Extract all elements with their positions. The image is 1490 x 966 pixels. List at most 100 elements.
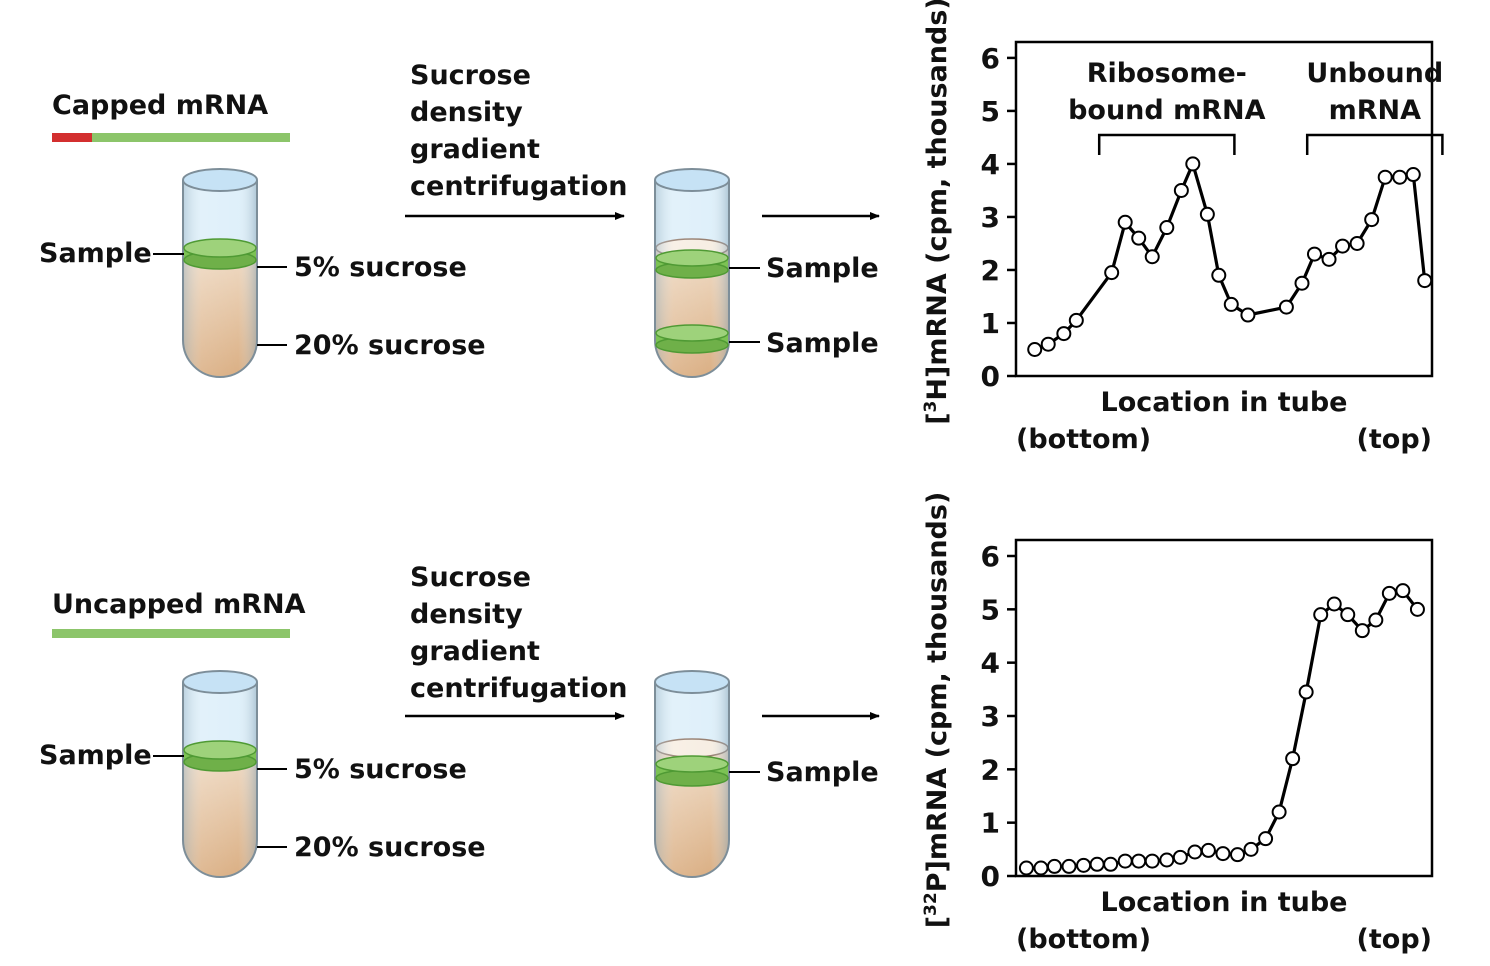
mrna-title: Capped mRNA bbox=[52, 90, 268, 121]
result-tube bbox=[654, 670, 730, 878]
data-point bbox=[1144, 853, 1160, 869]
y-tick-label: 1 bbox=[981, 307, 1000, 340]
data-point bbox=[1103, 856, 1119, 872]
panel-uncapped: Uncapped mRNA Sample 5% sucrose 20% sucr… bbox=[39, 562, 880, 878]
series-line bbox=[1034, 162, 1427, 351]
y-tick-label: 5 bbox=[981, 95, 1000, 128]
data-point bbox=[1131, 853, 1147, 869]
data-point bbox=[1211, 267, 1227, 283]
mrna-title: Uncapped mRNA bbox=[52, 589, 306, 620]
result-sample-label-1: Sample bbox=[766, 757, 879, 788]
data-point bbox=[1298, 684, 1314, 700]
sample-label: Sample bbox=[39, 238, 152, 269]
data-point bbox=[1104, 265, 1120, 281]
data-point bbox=[1056, 326, 1072, 342]
upper-band bbox=[655, 755, 729, 787]
x-right-label: (top) bbox=[1357, 924, 1432, 955]
data-point bbox=[1117, 214, 1133, 230]
x-left-label: (bottom) bbox=[1016, 424, 1151, 455]
x-axis-label: Location in tube bbox=[1101, 387, 1348, 418]
plot-frame bbox=[1014, 40, 1434, 378]
result-tube bbox=[654, 168, 730, 378]
data-point bbox=[1243, 841, 1259, 857]
sample-band bbox=[183, 238, 257, 270]
result-sample-label-2: Sample bbox=[766, 328, 879, 359]
step-label: Sucrose density gradient centrifugation bbox=[410, 60, 627, 202]
data-point bbox=[1159, 220, 1175, 236]
step-label: Sucrose density gradient centrifugation bbox=[410, 562, 627, 704]
data-point bbox=[1018, 860, 1034, 876]
lower-band bbox=[655, 324, 729, 354]
data-point bbox=[1285, 751, 1301, 767]
y-tick-label: 5 bbox=[981, 593, 1000, 626]
data-point bbox=[1173, 182, 1189, 198]
data-point bbox=[1395, 583, 1411, 599]
data-point bbox=[1131, 230, 1147, 246]
data-point bbox=[1117, 853, 1133, 869]
data-point bbox=[1046, 858, 1062, 874]
data-point bbox=[1271, 804, 1287, 820]
low-sucrose-label: 5% sucrose bbox=[294, 754, 467, 785]
data-point bbox=[1294, 275, 1310, 291]
y-tick-label: 3 bbox=[981, 700, 1000, 733]
data-point bbox=[1159, 852, 1175, 868]
data-point bbox=[1349, 235, 1365, 251]
y-tick-label: 6 bbox=[981, 540, 1000, 573]
panel-capped: Capped mRNA Sample 5% sucrose 20% sucros… bbox=[39, 60, 880, 378]
y-tick-label: 1 bbox=[981, 807, 1000, 840]
cap-segment bbox=[52, 133, 92, 142]
sample-label: Sample bbox=[39, 740, 152, 771]
x-axis-label: Location in tube bbox=[1101, 887, 1348, 918]
data-point bbox=[1185, 156, 1201, 172]
plot-frame bbox=[1014, 538, 1434, 878]
mrna-strand bbox=[52, 629, 290, 638]
x-left-label: (bottom) bbox=[1016, 924, 1151, 955]
high-sucrose-label: 20% sucrose bbox=[294, 832, 486, 863]
y-tick-label: 6 bbox=[981, 42, 1000, 75]
data-point bbox=[1381, 585, 1397, 601]
y-axis-label: [32P]mRNA (cpm, thousands) bbox=[921, 492, 953, 929]
data-point bbox=[1068, 312, 1084, 328]
data-point bbox=[1200, 842, 1216, 858]
y-tick-label: 2 bbox=[981, 753, 1000, 786]
data-point bbox=[1033, 860, 1049, 876]
data-point bbox=[1313, 607, 1329, 623]
low-sucrose-label: 5% sucrose bbox=[294, 252, 467, 283]
data-point bbox=[1215, 846, 1231, 862]
annotation-bracket bbox=[1097, 133, 1236, 155]
data-point bbox=[1335, 238, 1351, 254]
data-point bbox=[1417, 273, 1433, 289]
data-point bbox=[1405, 167, 1421, 183]
result-sample-label-1: Sample bbox=[766, 253, 879, 284]
sample-band bbox=[183, 740, 257, 772]
data-point bbox=[1258, 831, 1274, 847]
data-point bbox=[1278, 299, 1294, 315]
mrna-body bbox=[92, 133, 290, 142]
data-point bbox=[1172, 849, 1188, 865]
starting-tube bbox=[182, 168, 258, 378]
annotation-bracket bbox=[1305, 133, 1444, 155]
data-point bbox=[1354, 623, 1370, 639]
data-point bbox=[1199, 206, 1215, 222]
data-point bbox=[1089, 856, 1105, 872]
data-point bbox=[1040, 336, 1056, 352]
y-tick-label: 0 bbox=[981, 360, 1000, 393]
high-sucrose-label: 20% sucrose bbox=[294, 330, 486, 361]
data-point bbox=[1392, 169, 1408, 185]
y-tick-label: 4 bbox=[981, 647, 1000, 680]
data-point bbox=[1326, 596, 1342, 612]
data-point bbox=[1027, 341, 1043, 357]
data-point bbox=[1409, 601, 1425, 617]
starting-tube bbox=[182, 670, 258, 878]
y-tick-label: 3 bbox=[981, 201, 1000, 234]
upper-band bbox=[655, 249, 729, 279]
data-point bbox=[1230, 847, 1246, 863]
annotation-label: Ribosome-bound mRNA bbox=[1068, 58, 1266, 126]
data-point bbox=[1076, 857, 1092, 873]
data-point bbox=[1223, 296, 1239, 312]
data-point bbox=[1364, 212, 1380, 228]
